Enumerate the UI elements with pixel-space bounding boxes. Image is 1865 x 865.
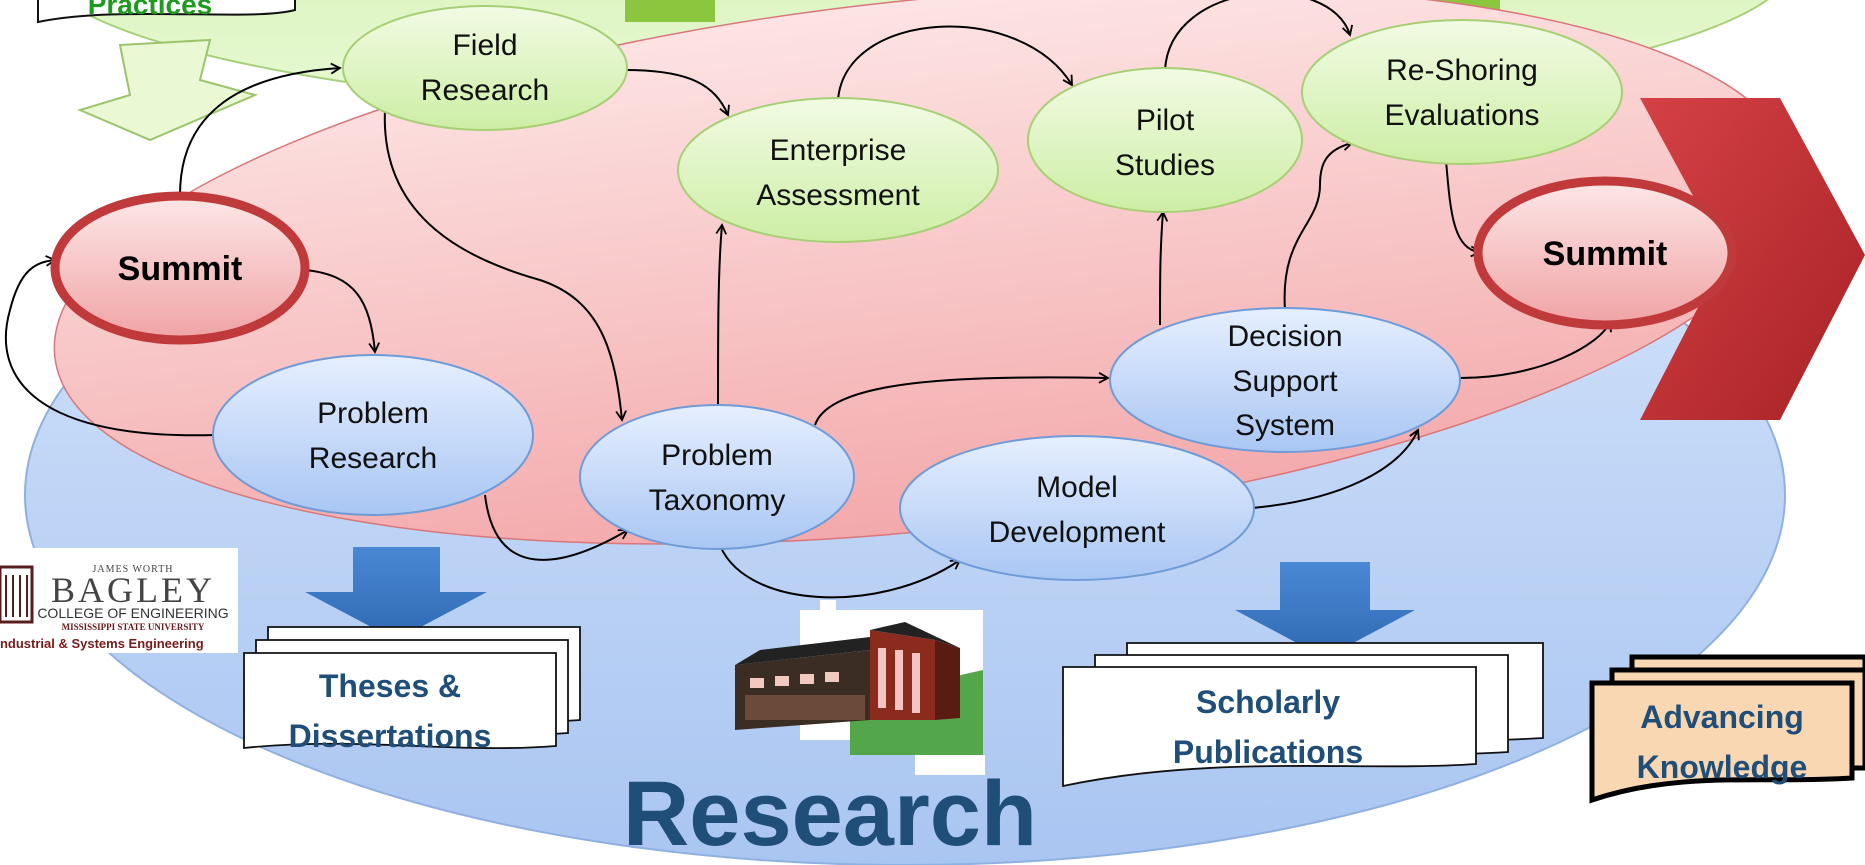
pilot-studies-line-1: Pilot (1136, 104, 1195, 137)
problem-taxonomy-line-2: Taxonomy (649, 484, 786, 517)
advancing-line-1: Advancing (1640, 699, 1804, 735)
pilot-studies-line-2: Studies (1115, 149, 1215, 182)
reshoring-line-1: Re-Shoring (1386, 54, 1538, 87)
summit-left-label: Summit (118, 250, 243, 288)
problem-research-line-2: Research (309, 442, 437, 475)
practices-box: Practices (37, 0, 296, 24)
publications-line-2: Publications (1173, 734, 1363, 770)
decision-support-line-3: System (1235, 409, 1335, 442)
connectors (4, 0, 1612, 599)
model-development-line-2: Development (989, 516, 1166, 549)
summit-left-node: Summit (50, 191, 310, 345)
green-bar-left (625, 0, 715, 22)
field-research-line-2: Research (421, 74, 549, 107)
practices-label: Practices (88, 0, 213, 20)
logo-college-text: COLLEGE OF ENGINEERING (37, 605, 228, 621)
research-label: Research (623, 763, 1037, 865)
decision-support-line-1: Decision (1227, 320, 1342, 353)
building-icon (735, 600, 985, 775)
logo-name-text: BAGLEY (51, 570, 215, 610)
summit-right-label: Summit (1543, 235, 1668, 273)
chevron-arrow-icon (1640, 98, 1865, 420)
down-arrow-icon-left (305, 547, 487, 640)
summit-right-node: Summit (1473, 176, 1737, 330)
enterprise-assessment-line-2: Assessment (756, 179, 920, 212)
theses-line-1: Theses & (319, 668, 461, 704)
bagley-college-logo: JAMES WORTH BAGLEY COLLEGE OF ENGINEERIN… (0, 548, 238, 653)
enterprise-assessment-line-1: Enterprise (770, 134, 907, 167)
svg-text:Theses &Dissertations: Theses & Dissertations (289, 668, 492, 754)
reshoring-line-2: Evaluations (1384, 99, 1539, 132)
logo-department-text: Industrial & Systems Engineering (0, 636, 204, 651)
model-development-line-1: Model (1036, 471, 1118, 504)
down-arrow-icon-right (1235, 562, 1415, 658)
advancing-line-2: Knowledge (1637, 749, 1808, 785)
problem-taxonomy-line-1: Problem (661, 439, 773, 472)
logo-top-text: JAMES WORTH (92, 564, 173, 575)
field-research-line-1: Field (452, 29, 517, 62)
theses-document-stack: Theses & Dissertations (243, 626, 581, 754)
practices-callout-arrow (77, 38, 259, 142)
decision-support-line-2: Support (1232, 365, 1338, 398)
theses-line-2: Dissertations (289, 718, 492, 754)
logo-university-text: MISSISSIPPI STATE UNIVERSITY (62, 622, 205, 632)
publications-line-1: Scholarly (1196, 684, 1340, 720)
problem-research-line-1: Problem (317, 397, 429, 430)
